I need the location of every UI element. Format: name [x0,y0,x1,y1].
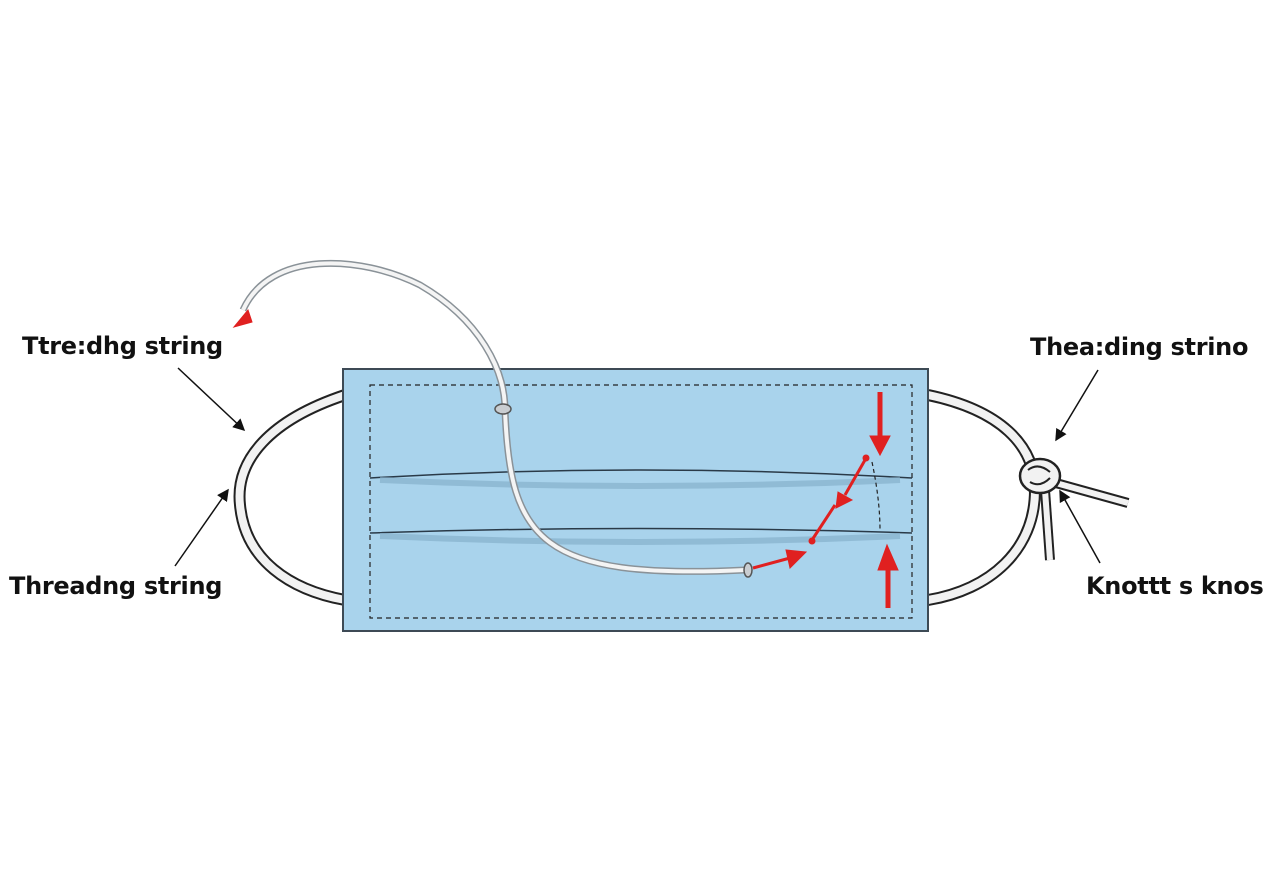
leader-lines [174,367,1101,567]
label-top-left: Ttre:dhg string [22,332,223,360]
knot [1018,457,1130,561]
pleats [369,469,913,545]
stitch-line [369,384,913,619]
threading-string [239,259,753,578]
label-top-right: Thea:ding strino [1030,333,1249,361]
left-ear-loop [233,389,347,606]
label-bottom-right: Knottt s knos [1086,572,1264,600]
red-arrows [232,308,899,608]
mask-body [342,368,929,632]
right-ear-loop [926,389,1042,606]
label-bottom-left: Threadng string [9,572,223,600]
